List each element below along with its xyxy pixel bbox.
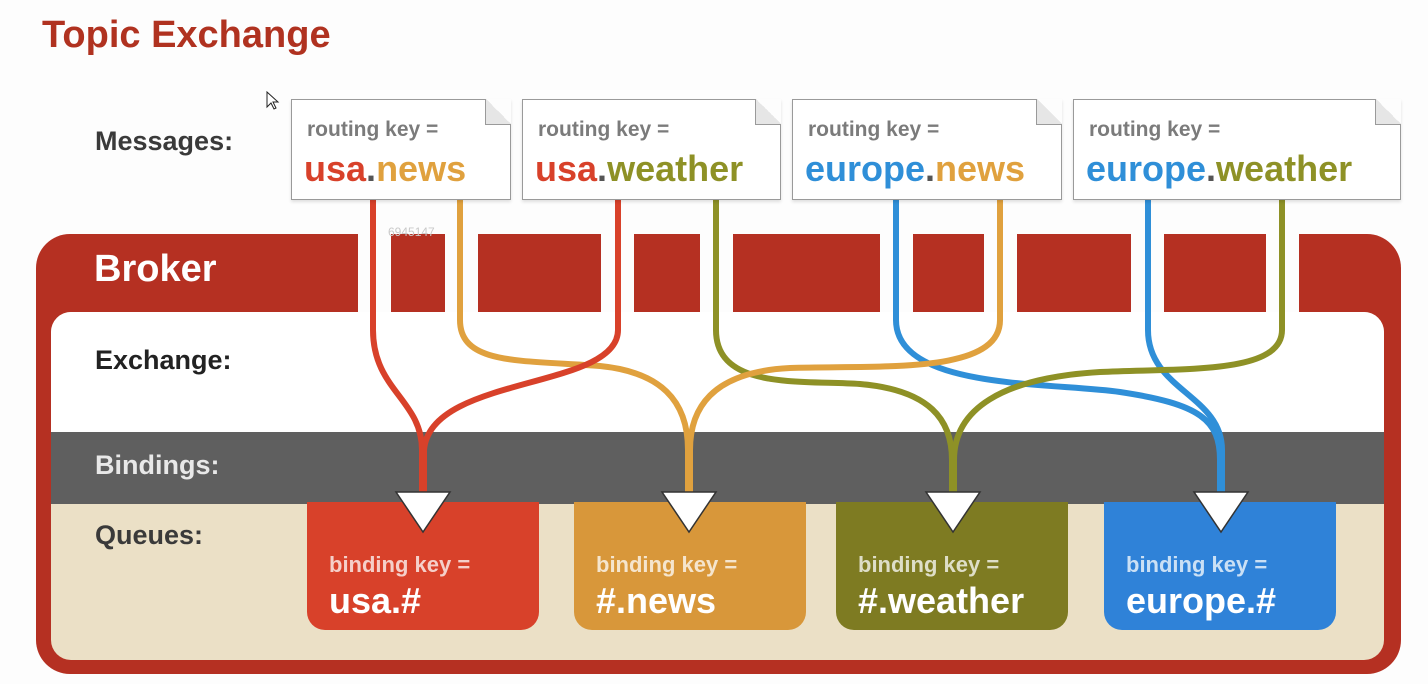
key-part-2: news [935, 148, 1026, 189]
messages-label: Messages: [95, 126, 234, 156]
key-part-1: usa [535, 148, 598, 189]
routing-key-label: routing key = [1089, 118, 1221, 141]
bindings-area [51, 432, 1384, 504]
arrow-weather [924, 491, 982, 534]
binding-key-label: binding key = [1126, 552, 1268, 577]
wire-europe-news-blue [893, 197, 1223, 498]
routing-key-value: europe.news [805, 148, 1025, 190]
key-part-2: news [376, 148, 467, 189]
message-card: routing key = europe.news [792, 99, 1062, 200]
page-fold-icon [1375, 99, 1401, 125]
broker-title: Broker [94, 248, 217, 290]
key-dot: . [925, 148, 936, 189]
wire-europe-news-orange [687, 197, 1003, 498]
binding-key-value: usa.# [329, 580, 422, 621]
binding-key-value: #.news [596, 580, 717, 621]
arrow-news [660, 491, 718, 534]
binding-key-label: binding key = [596, 552, 738, 577]
routing-key-value: usa.weather [535, 148, 743, 190]
key-part-1: europe [1086, 148, 1207, 189]
wire-usa-news-red [370, 197, 425, 498]
message-card: routing key = europe.weather [1073, 99, 1401, 200]
key-part-1: europe [805, 148, 926, 189]
queue-usa: binding key = usa.# [307, 502, 539, 630]
routing-key-value: usa.news [304, 148, 466, 190]
binding-key-label: binding key = [329, 552, 471, 577]
page-fold-icon [485, 99, 511, 125]
wire-usa-news-orange [457, 197, 691, 498]
key-dot: . [597, 148, 608, 189]
bindings-label: Bindings: [95, 450, 220, 480]
key-part-2: weather [607, 148, 744, 189]
routing-key-label: routing key = [307, 118, 439, 141]
key-part-1: usa [304, 148, 367, 189]
cursor-icon [266, 91, 280, 110]
key-dot: . [366, 148, 377, 189]
key-part-2: weather [1216, 148, 1353, 189]
key-dot: . [1206, 148, 1217, 189]
watermark: 6945147 [388, 225, 435, 239]
wire-europe-weather-olive [951, 197, 1285, 498]
arrow-europe [1192, 491, 1250, 534]
binding-key-value: europe.# [1126, 580, 1277, 621]
message-card: routing key = usa.news [291, 99, 511, 200]
arrow-usa [394, 491, 452, 534]
wire-europe-weather-blue [1145, 197, 1225, 498]
wire-usa-weather-red [421, 197, 621, 498]
exchange-label: Exchange: [95, 345, 232, 375]
message-card: routing key = usa.weather [522, 99, 781, 200]
routing-key-label: routing key = [538, 118, 670, 141]
queues-label: Queues: [95, 520, 204, 550]
page-fold-icon [1036, 99, 1062, 125]
binding-key-value: #.weather [858, 580, 1025, 621]
page-fold-icon [755, 99, 781, 125]
page-title: Topic Exchange [42, 14, 331, 56]
binding-key-label: binding key = [858, 552, 1000, 577]
wire-usa-weather-olive [713, 197, 955, 498]
routing-key-value: europe.weather [1086, 148, 1352, 190]
routing-key-label: routing key = [808, 118, 940, 141]
